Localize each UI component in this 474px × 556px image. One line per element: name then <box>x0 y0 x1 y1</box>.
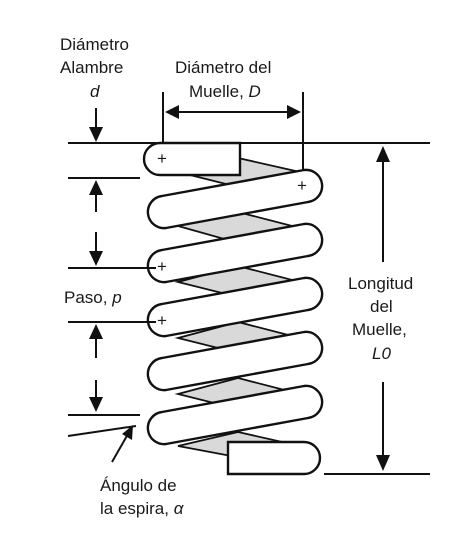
pitch-dimension <box>68 232 156 358</box>
wire-diameter-label-line2: Alambre <box>60 58 123 77</box>
top-end-coil <box>142 141 242 177</box>
helix-angle-indication <box>67 380 140 463</box>
coil-turn-2 <box>146 222 324 284</box>
spring-diameter-label-line1: Diámetro del <box>175 58 271 77</box>
coil-turn-1 <box>146 168 324 230</box>
bottom-end-coil <box>226 440 322 476</box>
length-label-line2: del <box>370 297 393 316</box>
labels: Diámetro Alambre d Diámetro del Muelle, … <box>60 35 413 518</box>
length-label-line1: Longitud <box>348 274 413 293</box>
center-mark-2: + <box>297 176 307 195</box>
coil-turn-3 <box>146 276 324 338</box>
pitch-symbol: p <box>111 288 121 307</box>
length-dimension <box>240 142 430 475</box>
coil-turn-5 <box>146 384 324 446</box>
helix-angle-label-line1: Ángulo de <box>100 476 177 495</box>
spring-diameter-symbol: D <box>249 82 261 101</box>
wire-diameter-symbol: d <box>90 82 100 101</box>
pitch-label: Paso, p <box>64 288 122 307</box>
wire-diameter-dimension <box>68 108 160 212</box>
length-label-line3: Muelle, <box>352 320 407 339</box>
helix-angle-label-line2: la espira, α <box>100 499 185 518</box>
spring-diameter-label-line2: Muelle, D <box>189 82 261 101</box>
wire-diameter-label-line1: Diámetro <box>60 35 129 54</box>
spring-diameter-dimension <box>162 92 304 170</box>
center-marks: + + + + <box>157 149 307 330</box>
length-symbol: L0 <box>372 344 391 363</box>
center-mark-3: + <box>157 257 167 276</box>
coil-turns <box>146 168 324 446</box>
coil-turn-4 <box>146 330 324 392</box>
helix-angle-symbol: α <box>174 499 185 518</box>
center-mark-1: + <box>157 149 167 168</box>
center-mark-4: + <box>157 311 167 330</box>
